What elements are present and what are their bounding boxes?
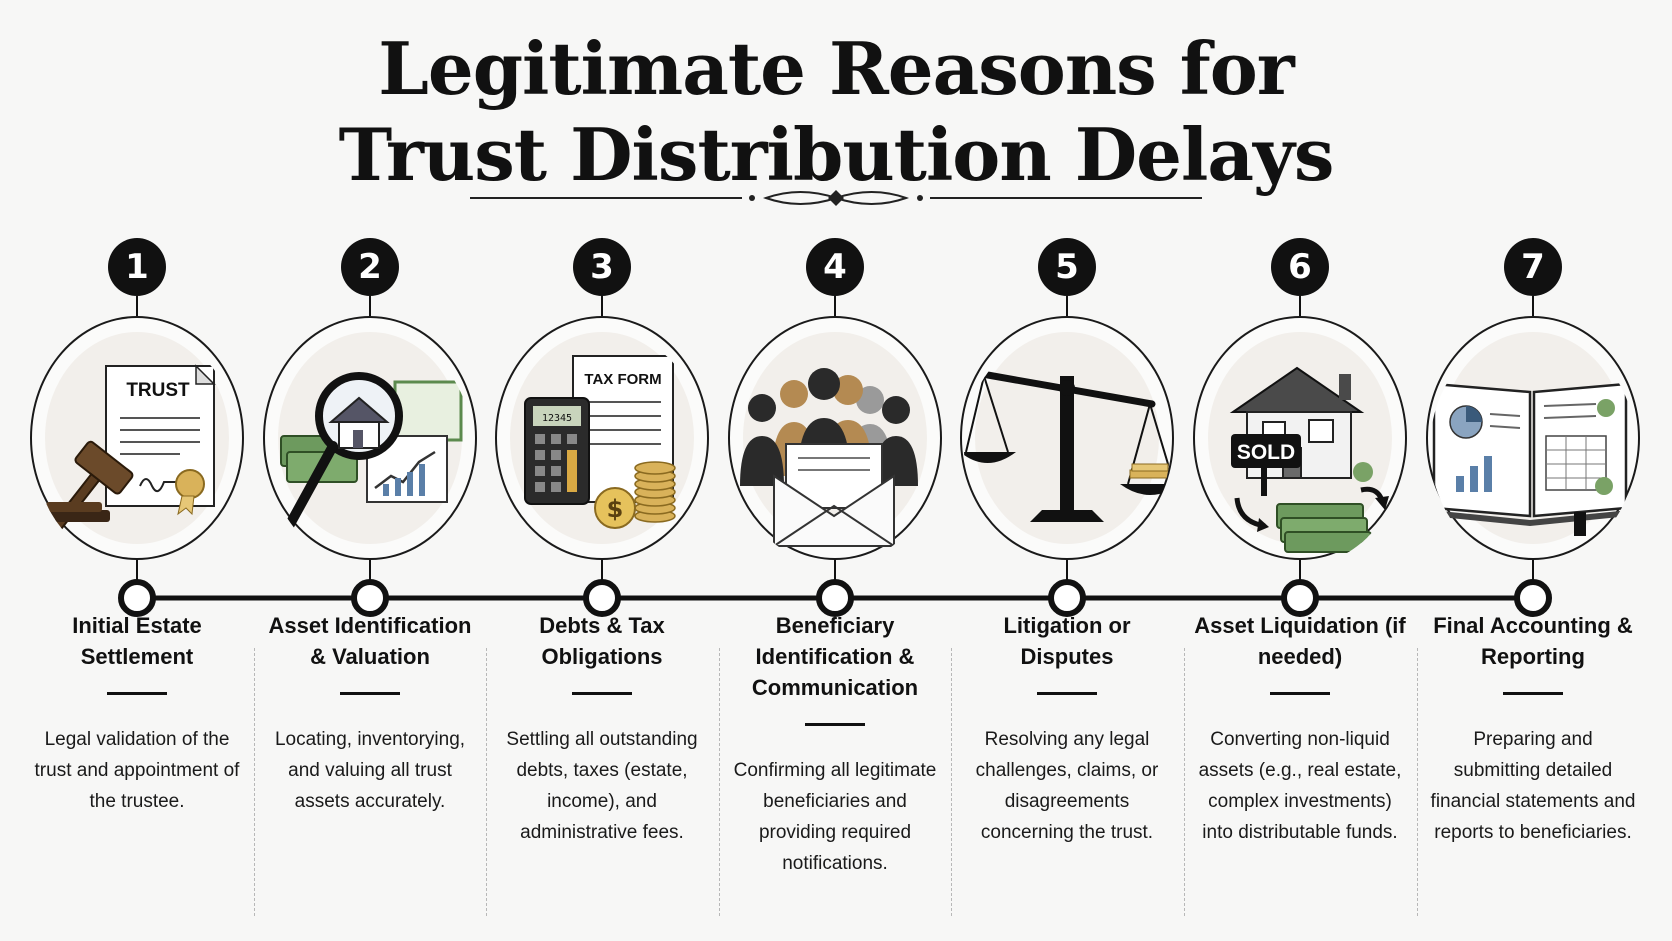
title-line-2: Trust Distribution Delays [338, 112, 1335, 197]
step-number-7: 7 [1504, 238, 1562, 296]
step-label-3: Debts & Tax Obligations [539, 613, 665, 669]
column-separator [254, 648, 255, 916]
step-number-2: 2 [341, 238, 399, 296]
step-number-6: 6 [1271, 238, 1329, 296]
step-description-5: Resolving any legal challenges, claims, … [975, 729, 1159, 843]
step-number-4: 4 [806, 238, 864, 296]
sold-house-cash-icon: SOLD [1229, 366, 1389, 553]
step-label-1: Initial Estate Settlement [72, 613, 202, 669]
column-separator [951, 648, 952, 916]
people-envelope-icon [740, 332, 927, 547]
calculator-tax-form-coins-icon: TAX FORM 12345 $ [524, 355, 676, 529]
svg-text:12345: 12345 [542, 413, 572, 424]
svg-text:SOLD: SOLD [1237, 441, 1295, 464]
step-label-5: Litigation or Disputes [1003, 613, 1131, 669]
people-envelope-icon [740, 368, 918, 547]
step-divider-4 [805, 723, 865, 726]
step-label-4: Beneficiary Identification & Communicati… [751, 613, 919, 700]
step-description-2: Locating, inventorying, and valuing all … [274, 729, 466, 812]
step-divider-2 [340, 692, 400, 695]
trust-document-gavel-icon: TRUST [38, 332, 229, 544]
svg-text:TRUST: TRUST [126, 380, 190, 401]
svg-text:$: $ [607, 495, 624, 523]
step-number-5: 5 [1038, 238, 1096, 296]
magnifier-house-money-icon [280, 372, 463, 531]
step-number-3: 3 [573, 238, 631, 296]
step-divider-5 [1037, 692, 1097, 695]
step-description-1: Legal validation of the trust and appoin… [34, 729, 240, 812]
step-divider-7 [1503, 692, 1563, 695]
title-divider-ornament [470, 190, 1202, 206]
column-separator [486, 648, 487, 916]
magnifier-house-money-icon [278, 332, 463, 544]
step-description-6: Converting non-liquid assets (e.g., real… [1198, 729, 1402, 843]
column-separator [1417, 648, 1418, 916]
calculator-tax-form-coins-icon: TAX FORM 12345 $ [510, 332, 694, 544]
column-separator [1184, 648, 1185, 916]
open-ledger-book-icon [1430, 332, 1630, 544]
step-divider-3 [572, 692, 632, 695]
page-title: Legitimate Reasons for Trust Distributio… [0, 26, 1672, 198]
step-description-3: Settling all outstanding debts, taxes (e… [506, 729, 698, 843]
step-divider-6 [1270, 692, 1330, 695]
step-label-6: Asset Liquidation (if needed) [1194, 613, 1406, 669]
sold-house-cash-icon: SOLD [1208, 332, 1392, 553]
step-label-7: Final Accounting & Reporting [1433, 613, 1633, 669]
step-number-1: 1 [108, 238, 166, 296]
balance-scale-icon [964, 332, 1170, 544]
column-separator [719, 648, 720, 916]
step-divider-1 [107, 692, 167, 695]
svg-text:TAX FORM: TAX FORM [584, 371, 661, 388]
step-label-2: Asset Identification & Valuation [268, 613, 472, 669]
step-description-4: Confirming all legitimate beneficiaries … [733, 760, 937, 874]
trust-document-gavel-icon: TRUST [38, 364, 216, 537]
step-description-7: Preparing and submitting detailed financ… [1430, 729, 1636, 843]
title-line-1: Legitimate Reasons for [378, 26, 1294, 111]
open-ledger-book-icon [1430, 382, 1630, 536]
